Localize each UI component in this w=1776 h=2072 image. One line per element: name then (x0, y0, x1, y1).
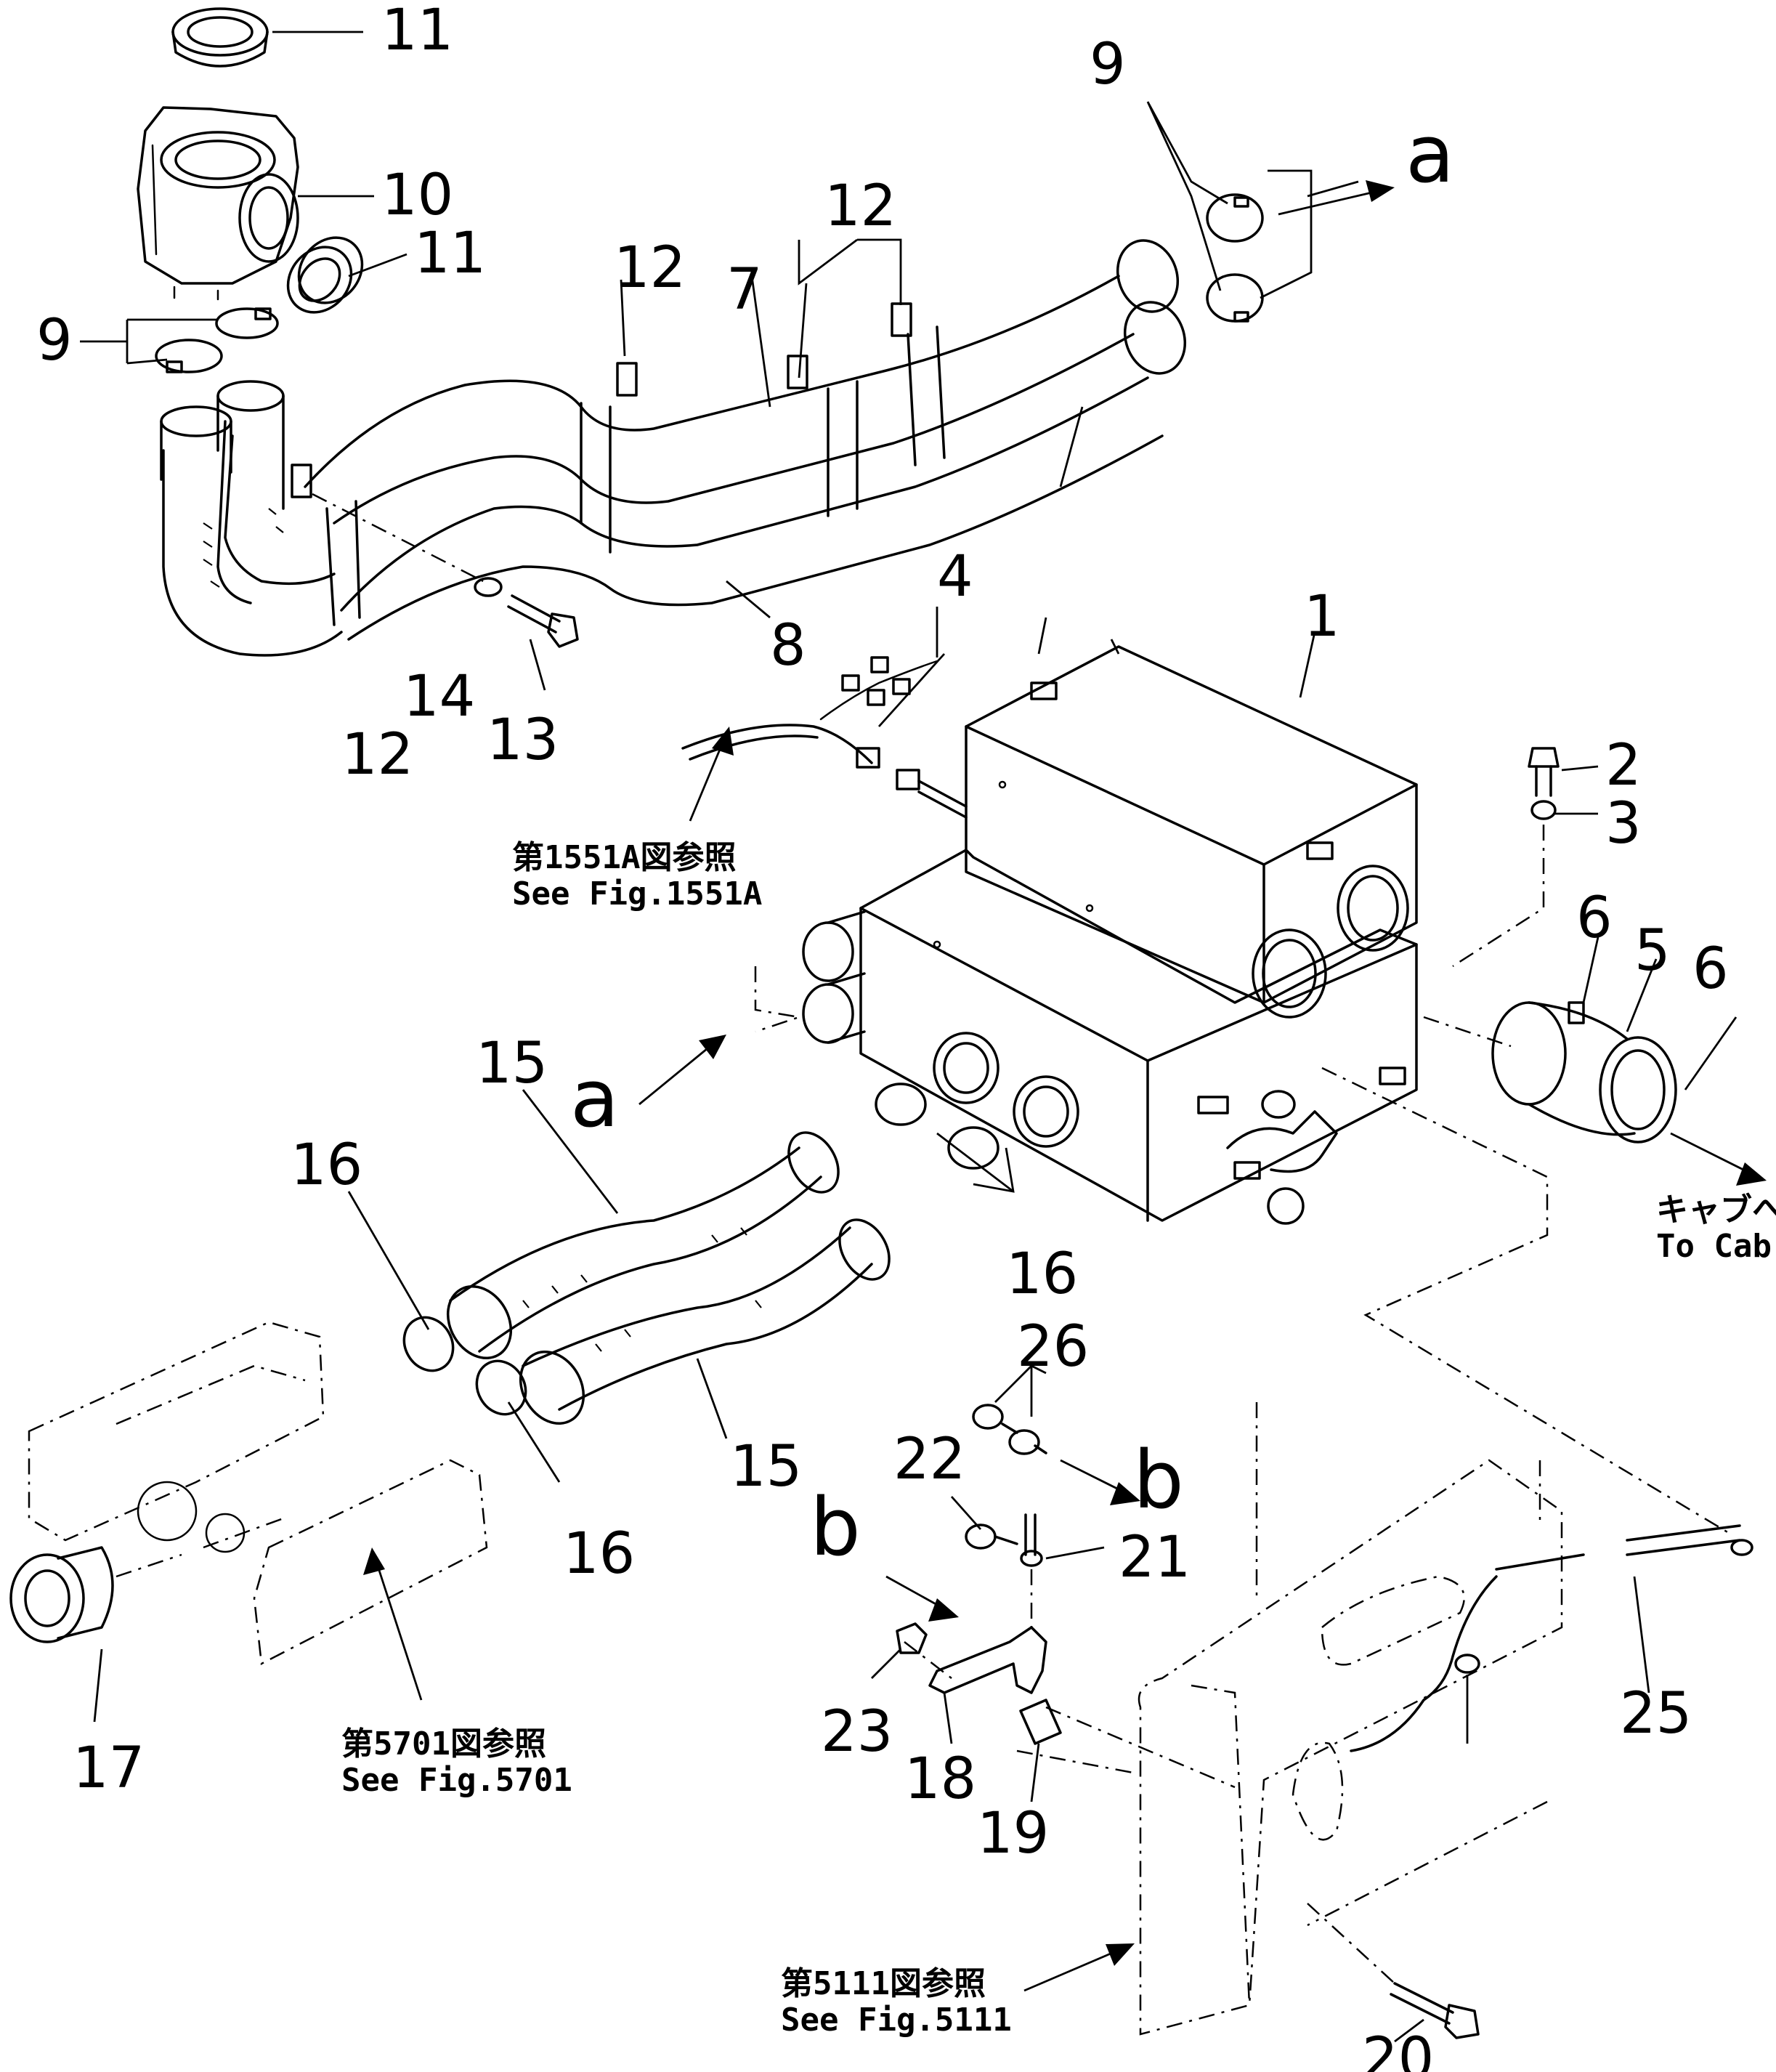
callout-4: 4 (937, 544, 973, 610)
bolt-2-washer-3 (1452, 747, 1560, 968)
callout-6-a: 6 (1576, 886, 1613, 951)
callout-16-c: 16 (563, 1521, 635, 1587)
callout-23: 23 (821, 1699, 893, 1765)
callout-7: 7 (726, 257, 763, 323)
hose-5-clamps-6 (1423, 1001, 1677, 1144)
reference-notes: 第1551A図参照 See Fig.1551A 第5701図参照 See Fig… (341, 839, 1776, 2039)
callout-12-a: 12 (614, 235, 686, 301)
callout-11-side: 11 (414, 221, 486, 286)
connection-letters: a a b b (570, 108, 1454, 1574)
letter-a-in: a (570, 1052, 619, 1145)
callout-11-top: 11 (381, 0, 453, 63)
callout-17: 17 (73, 1736, 145, 1801)
callout-6-b: 6 (1692, 936, 1729, 1002)
callout-19: 19 (977, 1801, 1049, 1866)
duct-7-8-upper (160, 239, 1187, 657)
leader-lines (80, 31, 1738, 2043)
callout-18: 18 (904, 1747, 976, 1812)
ref-5111-en: See Fig.5111 (781, 2002, 1012, 2039)
control-parts (896, 1404, 1753, 2039)
to-cab-en: To Cab (1656, 1228, 1772, 1265)
floor-duct-ref-5701 (28, 1321, 488, 1665)
wiring-harness-4 (681, 656, 968, 819)
bolt-13-washer-14 (312, 493, 579, 648)
callout-5: 5 (1634, 918, 1671, 984)
letter-b-out: b (1133, 1433, 1184, 1526)
callout-1: 1 (1304, 584, 1340, 649)
routing-dash-lines (754, 966, 1730, 1789)
hose-clamp-9-left (155, 307, 279, 373)
callout-12-b: 12 (824, 174, 896, 239)
bracket-ref-5111 (1138, 1402, 1563, 2036)
grommet-17 (9, 1546, 182, 1643)
callout-9-right: 9 (1090, 32, 1126, 97)
callout-3: 3 (1605, 791, 1642, 857)
callout-15-a: 15 (476, 1031, 548, 1096)
ref-1551a-jp: 第1551A図参照 (512, 839, 736, 876)
grommet-11-side (286, 236, 364, 314)
callout-16-b: 16 (1006, 1242, 1078, 1307)
ref-5701-jp: 第5701図参照 (341, 1725, 546, 1763)
to-cab-jp: キャブへ (1656, 1191, 1776, 1229)
callout-2: 2 (1605, 733, 1642, 798)
callout-10: 10 (381, 163, 453, 228)
callout-9-left: 9 (36, 308, 73, 373)
callout-24: 25 (1620, 1681, 1692, 1747)
callout-22: 22 (893, 1427, 965, 1492)
heater-unit-1 (802, 645, 1418, 1225)
callout-13: 13 (487, 708, 559, 773)
duct-15-lower (446, 1131, 891, 1425)
callout-14: 14 (403, 664, 475, 729)
letter-b-in: b (810, 1481, 861, 1574)
letter-a-out: a (1406, 108, 1454, 201)
callout-8: 8 (770, 613, 806, 679)
ref-5111-jp: 第5111図参照 (781, 1965, 986, 2002)
callout-21: 21 (1119, 1525, 1191, 1590)
callout-20: 20 (1362, 2026, 1434, 2072)
hose-clamp-9-right (1206, 193, 1264, 323)
direction-arrows (363, 180, 1767, 1992)
ref-5701-en: See Fig.5701 (341, 1762, 572, 1799)
ref-1551a-en: See Fig.1551A (512, 875, 762, 912)
callout-labels: 11 10 11 9 12 7 12 9 14 13 12 8 4 1 2 3 … (36, 0, 1729, 2072)
grommet-11-top (171, 7, 269, 68)
callout-16-a: 16 (291, 1133, 362, 1198)
callout-15-b: 15 (730, 1434, 802, 1500)
callout-25: 26 (1017, 1314, 1089, 1380)
callout-12-c: 12 (341, 722, 413, 788)
elbow-housing-10 (137, 106, 299, 301)
